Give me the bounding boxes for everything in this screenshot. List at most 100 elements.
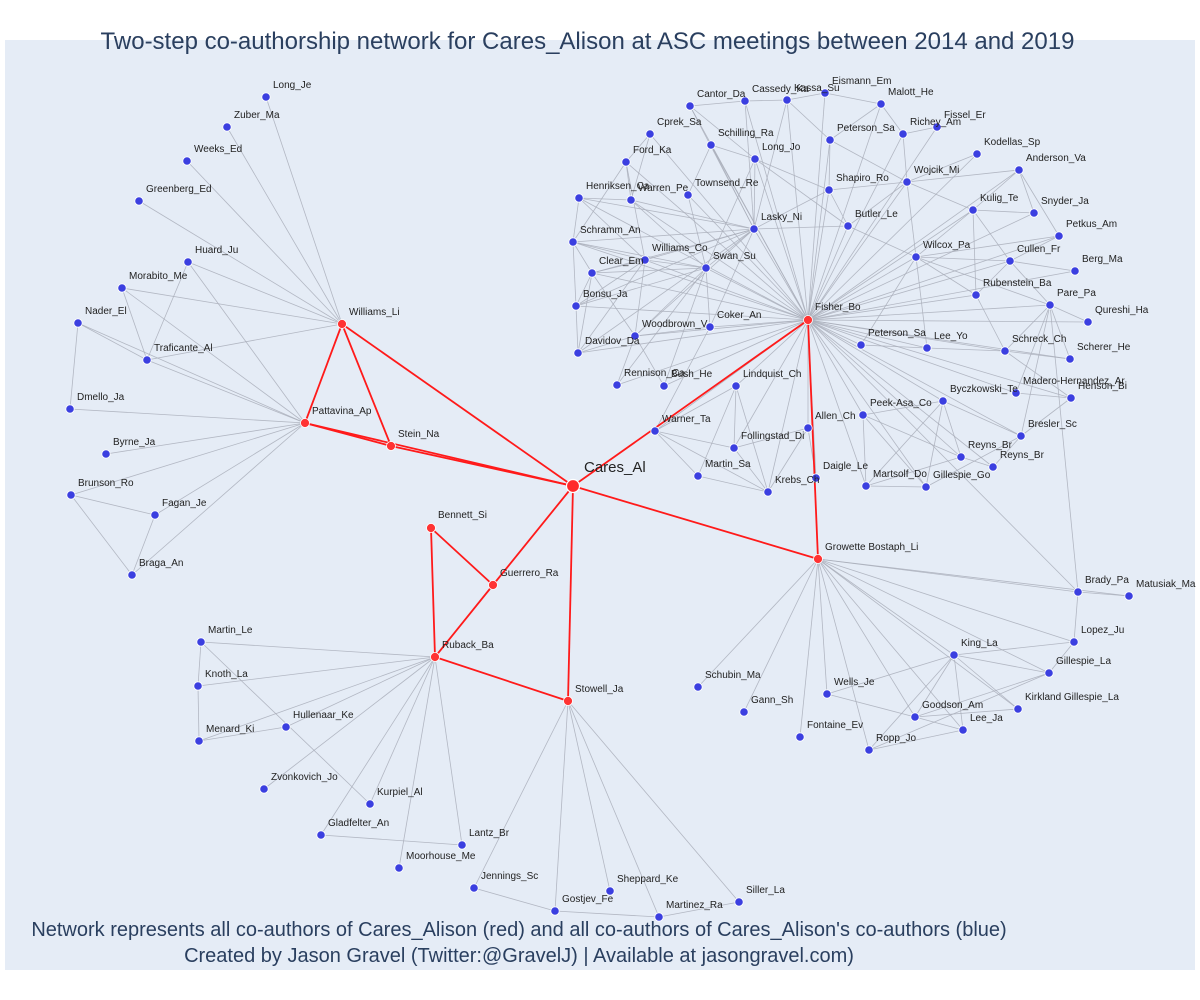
node-bresler-sc[interactable] bbox=[1016, 431, 1026, 441]
node-henriksen-ca[interactable] bbox=[574, 193, 584, 203]
node-warren-pe[interactable] bbox=[626, 195, 636, 205]
node-martin-le[interactable] bbox=[196, 637, 206, 647]
node-cassedy-ka[interactable] bbox=[740, 96, 750, 106]
node-sheppard-ke[interactable] bbox=[605, 886, 615, 896]
node-krebs-ch[interactable] bbox=[763, 487, 773, 497]
node-kodellas-sp[interactable] bbox=[972, 149, 982, 159]
node-kulig-te[interactable] bbox=[968, 205, 978, 215]
node-cares-al[interactable] bbox=[565, 478, 581, 494]
node-snyder-ja[interactable] bbox=[1029, 208, 1039, 218]
node-bonsu-ja[interactable] bbox=[571, 301, 581, 311]
node-huard-ju[interactable] bbox=[183, 257, 193, 267]
node-fontaine-ev[interactable] bbox=[795, 732, 805, 742]
node-scherer-he[interactable] bbox=[1065, 354, 1075, 364]
node-bush-he[interactable] bbox=[659, 381, 669, 391]
node-lee-ja[interactable] bbox=[958, 725, 968, 735]
node-kirkland-gillespie-la[interactable] bbox=[1013, 704, 1023, 714]
node-braga-an[interactable] bbox=[127, 570, 137, 580]
node-bennett-si[interactable] bbox=[426, 523, 436, 533]
node-dmello-ja[interactable] bbox=[65, 404, 75, 414]
node-lasky-ni[interactable] bbox=[749, 224, 759, 234]
node-traficante-al[interactable] bbox=[142, 355, 152, 365]
node-nader-el[interactable] bbox=[73, 318, 83, 328]
node-fisher-bo[interactable] bbox=[803, 315, 813, 325]
node-kurpiel-al[interactable] bbox=[365, 799, 375, 809]
node-growette-bostaph-li[interactable] bbox=[813, 554, 823, 564]
node-goodson-am[interactable] bbox=[910, 712, 920, 722]
node-martinez-ra[interactable] bbox=[654, 912, 664, 922]
node-weeks-ed[interactable] bbox=[182, 156, 192, 166]
node-berg-ma[interactable] bbox=[1070, 266, 1080, 276]
node-clear-em[interactable] bbox=[587, 268, 597, 278]
node-richey-am[interactable] bbox=[898, 129, 908, 139]
node-wilcox-pa[interactable] bbox=[911, 252, 921, 262]
node-kassa-su[interactable] bbox=[782, 95, 792, 105]
node-reyns-br-2[interactable] bbox=[988, 462, 998, 472]
node-madero-hernandez-ar[interactable] bbox=[1011, 388, 1021, 398]
node-gostjev-fe[interactable] bbox=[550, 906, 560, 916]
node-eismann-em[interactable] bbox=[820, 88, 830, 98]
node-coker-an[interactable] bbox=[705, 322, 715, 332]
node-schubin-ma[interactable] bbox=[693, 682, 703, 692]
node-lindquist-ch[interactable] bbox=[731, 381, 741, 391]
node-gillespie-go[interactable] bbox=[921, 482, 931, 492]
node-wells-je[interactable] bbox=[822, 689, 832, 699]
node-henson-bi[interactable] bbox=[1066, 393, 1076, 403]
node-pare-pa[interactable] bbox=[1045, 300, 1055, 310]
node-martsolf-do[interactable] bbox=[861, 481, 871, 491]
node-woodbrown-v[interactable] bbox=[630, 331, 640, 341]
node-lee-yo[interactable] bbox=[922, 343, 932, 353]
node-gann-sh[interactable] bbox=[739, 707, 749, 717]
node-lopez-ju[interactable] bbox=[1069, 637, 1079, 647]
node-brady-pa[interactable] bbox=[1073, 587, 1083, 597]
node-zvonkovich-jo[interactable] bbox=[259, 784, 269, 794]
node-hullenaar-ke[interactable] bbox=[281, 722, 291, 732]
node-long-je[interactable] bbox=[261, 92, 271, 102]
node-jennings-sc[interactable] bbox=[469, 883, 479, 893]
node-greenberg-ed[interactable] bbox=[134, 196, 144, 206]
node-lantz-br[interactable] bbox=[457, 840, 467, 850]
node-ruback-ba[interactable] bbox=[430, 652, 440, 662]
node-williams-li[interactable] bbox=[337, 319, 347, 329]
node-rennison-ca[interactable] bbox=[612, 380, 622, 390]
node-reyns-br[interactable] bbox=[956, 452, 966, 462]
node-peterson-sa-mid[interactable] bbox=[856, 340, 866, 350]
node-shapiro-ro[interactable] bbox=[824, 185, 834, 195]
node-gillespie-la[interactable] bbox=[1044, 668, 1054, 678]
node-daigle-le[interactable] bbox=[811, 473, 821, 483]
node-malott-he[interactable] bbox=[876, 99, 886, 109]
node-cullen-fr[interactable] bbox=[1005, 256, 1015, 266]
node-moorhouse-me[interactable] bbox=[394, 863, 404, 873]
node-cantor-da[interactable] bbox=[685, 101, 695, 111]
node-gladfelter-an[interactable] bbox=[316, 830, 326, 840]
node-brunson-ro[interactable] bbox=[66, 490, 76, 500]
node-peek-asa-co[interactable] bbox=[858, 410, 868, 420]
node-schilling-ra[interactable] bbox=[706, 140, 716, 150]
node-schreck-ch[interactable] bbox=[1000, 346, 1010, 356]
node-long-jo[interactable] bbox=[750, 154, 760, 164]
node-rubenstein-ba[interactable] bbox=[971, 290, 981, 300]
node-byczkowski-te[interactable] bbox=[938, 396, 948, 406]
node-stowell-ja[interactable] bbox=[563, 696, 573, 706]
node-warner-ta[interactable] bbox=[650, 426, 660, 436]
node-allen-ch[interactable] bbox=[803, 423, 813, 433]
node-schramm-an[interactable] bbox=[568, 237, 578, 247]
node-townsend-re[interactable] bbox=[683, 190, 693, 200]
node-ford-ka[interactable] bbox=[621, 157, 631, 167]
node-king-la[interactable] bbox=[949, 650, 959, 660]
node-qureshi-ha[interactable] bbox=[1083, 317, 1093, 327]
node-matusiak-ma[interactable] bbox=[1124, 591, 1134, 601]
node-davidov-da[interactable] bbox=[573, 348, 583, 358]
node-wojcik-mi[interactable] bbox=[902, 177, 912, 187]
node-fissel-er[interactable] bbox=[932, 122, 942, 132]
node-ropp-jo[interactable] bbox=[864, 745, 874, 755]
node-follingstad-di[interactable] bbox=[729, 443, 739, 453]
node-pattavina-ap[interactable] bbox=[300, 418, 310, 428]
node-morabito-me[interactable] bbox=[117, 283, 127, 293]
node-anderson-va[interactable] bbox=[1014, 165, 1024, 175]
node-petkus-am[interactable] bbox=[1054, 231, 1064, 241]
node-cprek-sa[interactable] bbox=[645, 129, 655, 139]
node-swan-su[interactable] bbox=[701, 263, 711, 273]
node-byrne-ja[interactable] bbox=[101, 449, 111, 459]
node-zuber-ma[interactable] bbox=[222, 122, 232, 132]
